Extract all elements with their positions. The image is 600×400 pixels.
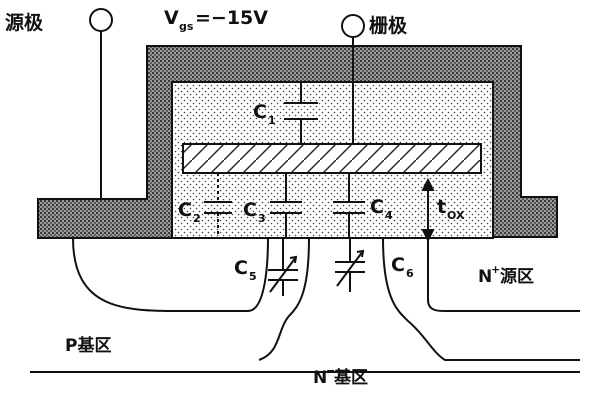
- tox-subscript: OX: [447, 209, 465, 222]
- tox-label: t: [437, 196, 446, 218]
- c5-subscript: 5: [249, 270, 257, 283]
- tox-dimension-arrow: [421, 177, 435, 243]
- capacitor-c4: [333, 173, 365, 238]
- p-base-label: P基区: [65, 335, 111, 356]
- source-terminal-circle: [89, 8, 113, 32]
- c6-label: C: [391, 254, 405, 276]
- gate-label: 栅极: [369, 14, 408, 37]
- c6-subscript: 6: [406, 267, 414, 280]
- c4-label: C: [370, 196, 384, 218]
- capacitor-c6: [335, 238, 365, 292]
- n-plus-source-junction: [427, 238, 580, 312]
- n-minus-left-boundary: [258, 237, 310, 361]
- c3-subscript: 3: [258, 212, 266, 225]
- n-minus-base-label: 基区: [333, 367, 368, 388]
- c2-label: C: [178, 199, 192, 221]
- n-minus-superscript: −: [326, 364, 335, 377]
- gate-terminal-circle: [341, 14, 365, 38]
- vgs-value: =−15V: [195, 7, 268, 29]
- capacitor-c5: [268, 238, 298, 296]
- n-minus-n: N: [313, 368, 327, 388]
- n-plus-superscript: +: [491, 263, 500, 276]
- vgs-main: V: [164, 7, 179, 29]
- source-label: 源极: [5, 11, 44, 34]
- c1-label: C: [253, 101, 267, 123]
- c5-label: C: [234, 257, 248, 279]
- c4-subscript: 4: [385, 209, 393, 222]
- n-plus-source-region-label: 源区: [500, 266, 534, 287]
- gate-electrode: [182, 143, 482, 174]
- vgs-subscript: gs: [179, 20, 194, 33]
- capacitor-c2: [204, 173, 232, 238]
- p-base-right-junction: [382, 237, 580, 361]
- capacitor-c3: [270, 173, 302, 238]
- capacitor-c1: [284, 82, 318, 144]
- n-plus-n: N: [478, 267, 492, 287]
- p-base-junction: [72, 237, 269, 312]
- c1-subscript: 1: [268, 114, 276, 127]
- c2-subscript: 2: [193, 212, 201, 225]
- c3-label: C: [243, 199, 257, 221]
